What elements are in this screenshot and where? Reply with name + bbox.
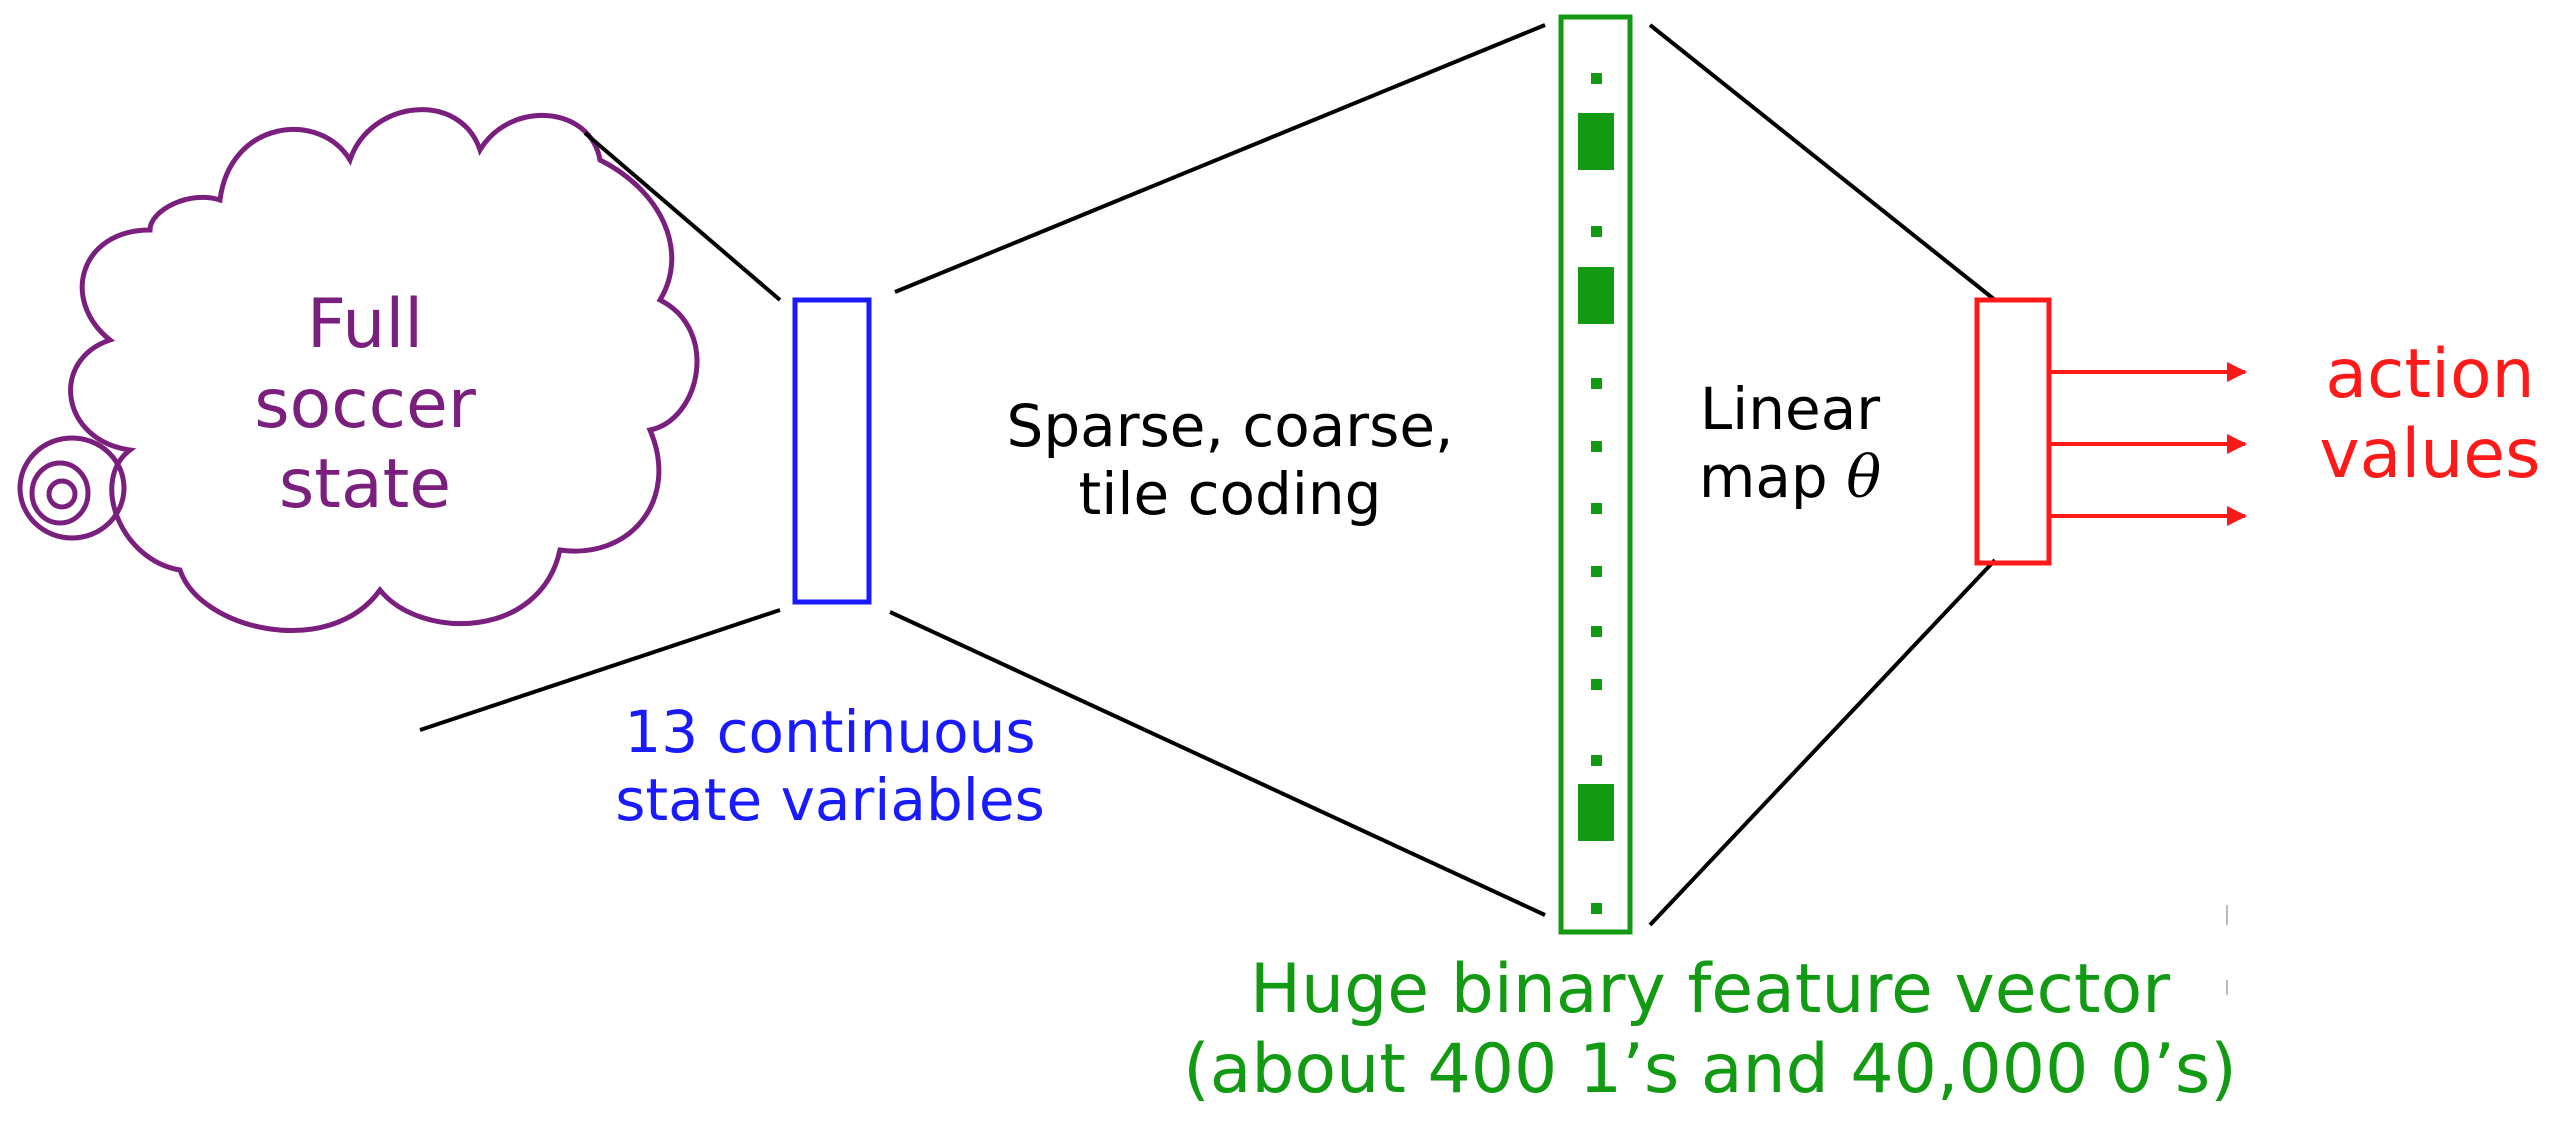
output-arrows <box>2049 362 2247 526</box>
output-label-line2: values <box>2319 415 2541 495</box>
feature-cell-off <box>1591 503 1602 514</box>
linear-map-label-line1: Linear <box>1699 375 1881 443</box>
linear-map-word: map <box>1698 443 1828 512</box>
input-to-features-bottom <box>889 610 1546 917</box>
feature-cell-on <box>1578 113 1614 170</box>
feature-vector-cells <box>1578 73 1614 914</box>
feature-vector-box <box>1558 14 1633 935</box>
linear-map-label: Linear map θ <box>1640 375 1940 512</box>
feature-cell-off <box>1591 566 1602 577</box>
feature-cell-off <box>1591 626 1602 637</box>
feature-cell-off <box>1591 73 1602 84</box>
feature-cell-off <box>1591 903 1602 914</box>
feature-cell-off <box>1591 679 1602 690</box>
cloud-label: Full soccer state <box>195 285 535 526</box>
input-layer-box <box>792 297 872 605</box>
output-layer-box <box>1974 297 2052 566</box>
feature-cell-on <box>1578 784 1614 841</box>
cloud-to-input-top <box>583 131 782 302</box>
cloud-label-line3: state <box>278 445 452 525</box>
feature-cell-on <box>1578 267 1614 324</box>
features-to-output-bottom <box>1648 558 1997 927</box>
input-to-features-top <box>894 23 1546 294</box>
cloud-label-line2: soccer <box>254 365 476 445</box>
cloud-to-input-bottom <box>419 608 781 732</box>
feature-vector-label-line2: (about 400 1’s and 40,000 0’s) <box>1183 1030 2237 1110</box>
tile-coding-label-line2: tile coding <box>1078 460 1382 529</box>
theta-symbol: θ <box>1846 443 1882 512</box>
thought-cloud <box>17 107 700 633</box>
feature-cell-off <box>1591 755 1602 766</box>
output-label-line1: action <box>2325 335 2535 414</box>
features-to-output-top <box>1648 23 1997 302</box>
output-label: action values <box>2300 335 2553 495</box>
thought-bubble-medium <box>29 460 91 526</box>
thought-bubble-large <box>17 435 127 541</box>
input-layer-label-line2: state variables <box>615 766 1045 835</box>
tile-coding-label-line1: Sparse, coarse, <box>1006 392 1454 460</box>
feature-vector-label-line1: Huge binary feature vector <box>1249 950 2171 1029</box>
feature-vector-label: Huge binary feature vector (about 400 1’… <box>1110 950 2310 1110</box>
input-layer-label: 13 continuous state variables <box>560 698 1100 835</box>
tile-coding-label: Sparse, coarse, tile coding <box>950 392 1510 529</box>
connector-lines <box>419 23 1997 927</box>
input-layer-label-line1: 13 continuous <box>624 698 1036 766</box>
feature-cell-off <box>1591 441 1602 452</box>
feature-cell-off <box>1591 378 1602 389</box>
feature-cell-off <box>1591 226 1602 237</box>
cloud-label-line1: Full <box>306 285 424 364</box>
thought-bubble-small <box>46 478 78 510</box>
linear-map-label-line2: map θ <box>1640 443 1940 511</box>
